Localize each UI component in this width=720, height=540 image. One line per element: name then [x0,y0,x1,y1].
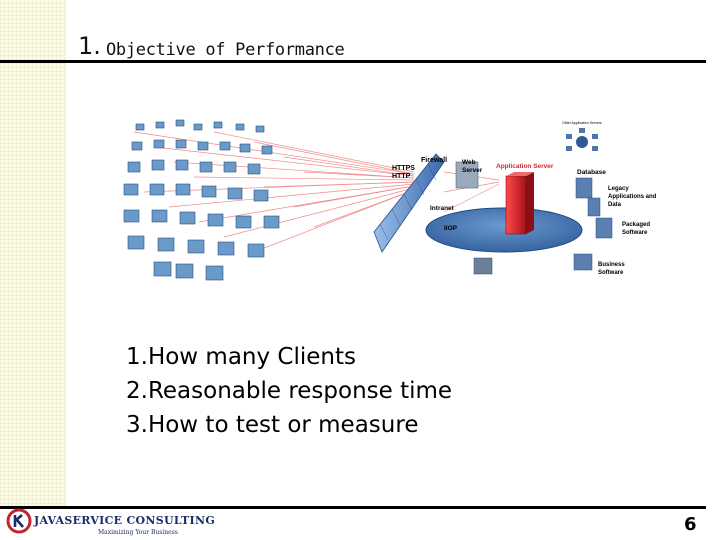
app-server-block-side [526,172,534,234]
page-number: 6 [684,514,697,535]
intranet-label: Intranet [430,205,455,212]
firewall-label: Firewall [421,157,447,164]
intranet-disk [425,207,583,253]
client-computers [123,119,280,281]
packaged-label-1: Packaged [622,222,650,228]
legacy-label-2: Applications and [608,194,657,200]
list-item: 3.How to test or measure [126,412,419,438]
web-server-label-1: Web [462,159,476,166]
company-logo: JAVASERVICE CONSULTING Maximizing Your B… [4,508,215,540]
firewall-grid [379,163,437,241]
firewall-wall [373,153,445,253]
slide-title-number: 1. [78,32,101,60]
legacy-label-1: Legacy [608,186,629,192]
web-server-box [455,161,479,189]
legacy-label-3: Data [608,202,622,208]
logo-mark-icon [6,508,32,534]
list-item: 2.Reasonable response time [126,378,453,404]
slide-title: Objective of Performance [106,40,345,60]
protocol-label-https: HTTPS [392,165,415,172]
company-tagline: Maximizing Your Business [98,529,178,536]
decorative-side-stripe [0,0,66,508]
app-server-block [505,175,527,235]
client-server-architecture-diagram: HTTPS HTTP Firewall Web Server Applicati… [123,119,657,281]
other-servers-ring [566,128,598,151]
web-server-label-2: Server [462,167,483,174]
business-label-2: Software [598,270,624,276]
title-divider [0,60,706,63]
packaged-label-2: Software [622,230,648,236]
list-item: 1.How many Clients [126,344,356,370]
objective-list: 1.How many Clients 2.Reasonable response… [126,340,452,442]
database-label: Database [577,169,606,176]
company-name: JAVASERVICE CONSULTING [34,514,216,527]
backend-servers [573,177,613,271]
iiop-label: IIOP [444,225,458,232]
network-printer [473,257,493,275]
footer-divider [0,506,706,509]
app-server-block-top [506,172,534,176]
app-server-label: Application Server [496,163,554,170]
protocol-label-http: HTTP [392,173,411,180]
business-label-1: Business [598,262,625,268]
other-servers-label: Other Application Servers [562,121,602,125]
